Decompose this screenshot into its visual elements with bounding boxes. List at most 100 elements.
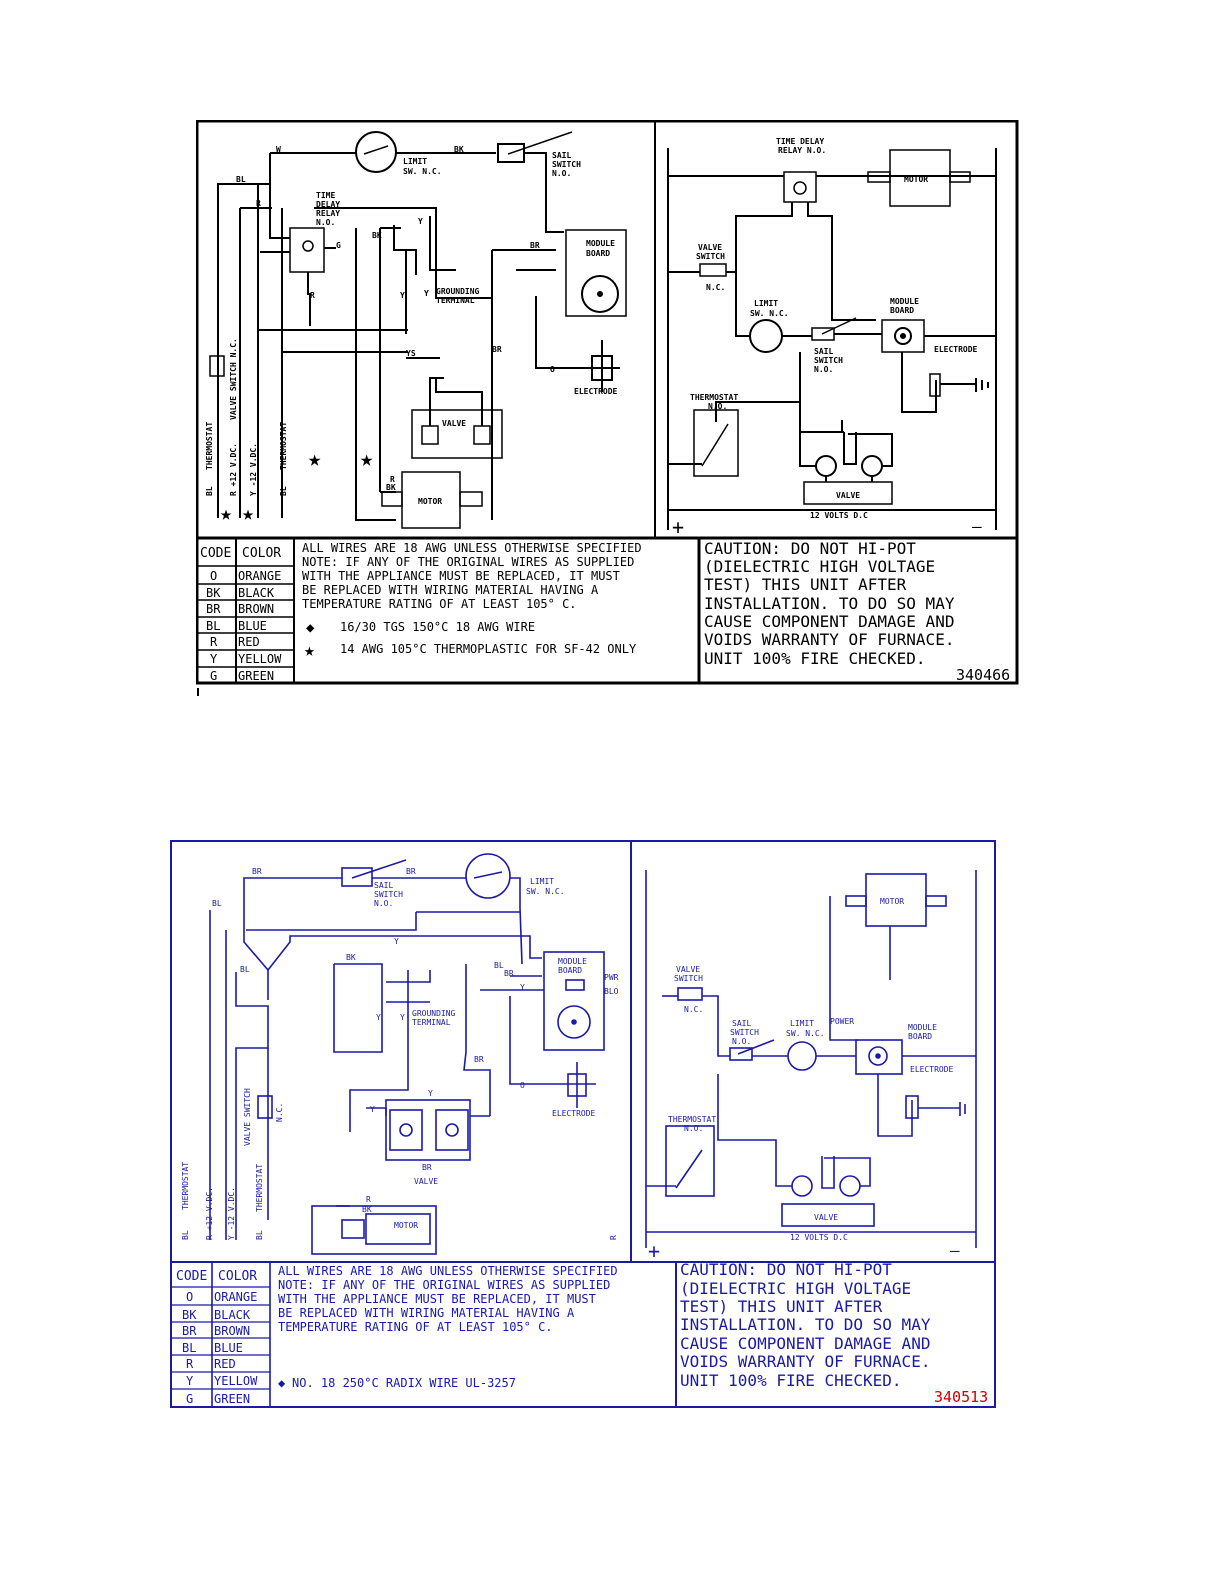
motor-icon-3 [311,1205,437,1255]
s-valve-switch-1: VALVE [698,243,722,252]
s2-nc: N.C. [684,1005,703,1014]
wire-y2-a: Y [520,983,525,992]
color-cell: GREEN [214,1392,250,1406]
caution-line: TEST) THIS UNIT AFTER [680,1297,883,1316]
s-volts: 12 VOLTS D.C [810,511,868,520]
schematic [667,148,997,530]
valve-switch-label: VALVE SWITCH N.C. [229,338,238,420]
note-line: BE REPLACED WITH WIRING MATERIAL HAVING … [278,1306,575,1320]
module-label-1: MODULE [586,239,615,248]
caution-line: CAUTION: DO NOT HI-POT [680,1260,892,1279]
sail-label-c: N.O. [374,899,393,908]
color-cell: BLUE [238,619,267,633]
wire-o: O [550,365,555,374]
grounding-label-1: GROUNDING [436,287,480,296]
valve-icon-2 [803,481,893,505]
wire-y5-a: Y [428,1089,433,1098]
time-delay-relay-icon [289,227,325,273]
valve-label: VALVE [442,419,466,428]
sail-label-b: SWITCH [374,890,403,899]
grounding-label-2: TERMINAL [436,296,475,305]
page-mark [197,688,199,696]
module-label-2: BOARD [586,249,610,258]
code-cell: BK [206,586,221,600]
s-sail-3: N.O. [814,365,833,374]
wire-y2: Y [400,291,405,300]
s-time-delay-2: RELAY N.O. [778,146,826,155]
color-cell: YELLOW [214,1374,258,1388]
limit-label-1: LIMIT [403,157,427,166]
thermostat-left-a: THERMOSTAT [181,1162,190,1210]
wire-bl3-a: BL [494,961,504,970]
bl-label-a: BL [181,1230,190,1240]
wire-br5-a: BR [422,1163,432,1172]
valve-icon [411,409,503,459]
caution-line: (DIELECTRIC HIGH VOLTAGE [704,557,935,576]
wire-r-a: R [366,1195,371,1204]
svg-text:★: ★ [308,447,321,472]
thermostat-right-label: THERMOSTAT [279,422,288,470]
s-plus: + [672,515,684,539]
module-label-b: BOARD [558,966,582,975]
limit-label-2: SW. N.C. [403,167,442,176]
s2-module-1: MODULE [908,1023,937,1032]
wire-br3-a: BR [504,969,514,978]
bl-label: BL [205,486,214,496]
s-module-2: BOARD [890,306,914,315]
star-icon: ★ [304,640,315,661]
s-motor: MOTOR [904,175,928,184]
sail-label-a: SAIL [374,881,393,890]
caution-line: VOIDS WARRANTY OF FURNACE. [680,1352,930,1371]
module-board-icon [565,229,627,317]
sail-switch-icon-4 [729,1047,753,1061]
wire-bl: BL [236,175,246,184]
motor-label-a: MOTOR [394,1221,418,1230]
wire-br-a: BR [252,867,262,876]
blo-label: BLO [604,987,619,996]
wire-r3: R [390,475,395,484]
diamond-icon-2: ◆ [278,1376,286,1390]
color-cell: ORANGE [214,1290,257,1304]
wire-r2: R [310,291,315,300]
s-sail-2: SWITCH [814,356,843,365]
color-cell: ORANGE [238,569,281,583]
time-delay-label-1: TIME [316,191,335,200]
s-limit-1: LIMIT [754,299,778,308]
sail-label-1: SAIL [552,151,571,160]
wire-y4-a: Y [400,1013,405,1022]
s2-electrode: ELECTRODE [910,1065,954,1074]
code-cell: Y [186,1374,194,1388]
color-cell: BLACK [238,586,275,600]
note-line: ALL WIRES ARE 18 AWG UNLESS OTHERWISE SP… [278,1264,618,1278]
s-nc: N.C. [706,283,725,292]
wire-bl-a: BL [212,899,222,908]
caution-line: CAUSE COMPONENT DAMAGE AND [680,1334,930,1353]
note-line: WITH THE APPLIANCE MUST BE REPLACED, IT … [302,569,620,583]
wire-w: W [276,145,281,154]
code-cell: Y [210,652,218,666]
code-cell: R [186,1357,194,1371]
color-cell: RED [238,635,260,649]
diamond-icon: ◆ [306,620,315,636]
code-header-2: CODE [176,1269,207,1284]
color-cell: BROWN [214,1324,250,1338]
caution-line: CAUTION: DO NOT HI-POT [704,539,916,558]
caution-line: (DIELECTRIC HIGH VOLTAGE [680,1279,911,1298]
s-electrode: ELECTRODE [934,345,978,354]
wire-y6-a: Y [370,1105,375,1114]
limit-icon-4 [787,1041,817,1071]
sail-switch-icon [497,143,525,163]
thermostat-right-a: THERMOSTAT [255,1164,264,1212]
s-valve-switch-2: SWITCH [696,252,725,261]
code-cell: BR [206,602,221,616]
svg-text:★: ★ [242,501,254,525]
s2-limit-1: LIMIT [790,1019,814,1028]
caution-line: CAUSE COMPONENT DAMAGE AND [704,612,954,631]
s2-sail-2: SWITCH [730,1028,759,1037]
wire-o-a: O [520,1081,525,1090]
wire-br4-a: BR [474,1055,484,1064]
s2-limit-2: SW. N.C. [786,1029,825,1038]
s2-valve-switch-1: VALVE [676,965,700,974]
module-label-a: MODULE [558,957,587,966]
code-cell: BR [182,1324,197,1338]
